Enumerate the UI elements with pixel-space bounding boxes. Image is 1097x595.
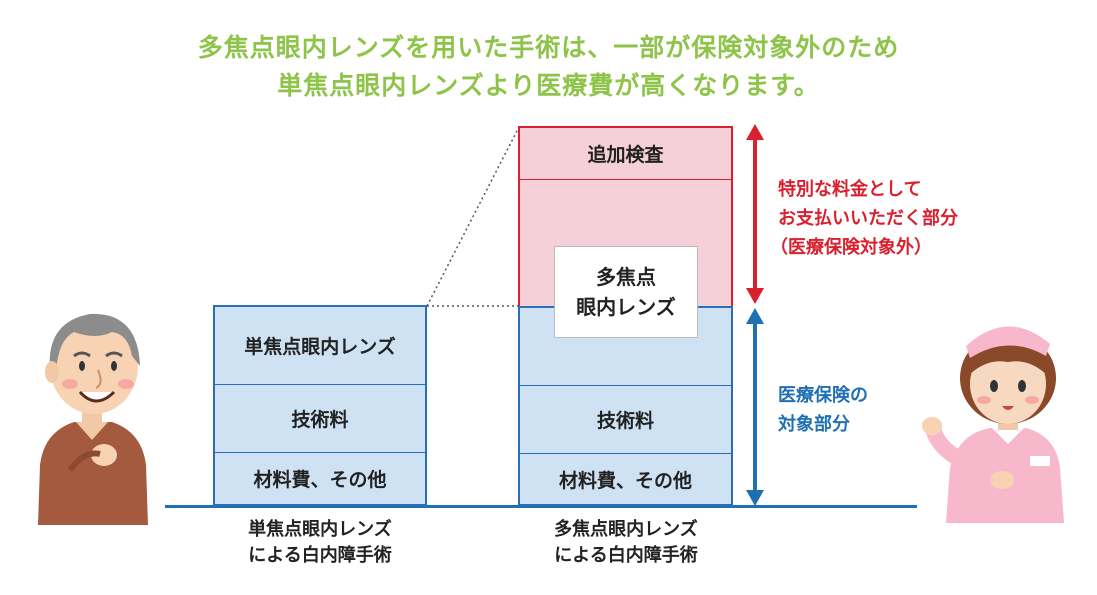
multifocal-caption-line-2: による白内障手術 [554,545,698,566]
special-fee-arrow [746,124,764,304]
special-fee-annotation: 特別な料金として お支払いいただく部分 （医療保険対象外） [770,175,1018,262]
technical-fee-label: 技術料 [596,410,654,432]
covered-line-1: 医療保険の [778,385,868,406]
covered-portion: 技術料 材料費、その他 [518,306,733,506]
materials-segment: 材料費、その他 [520,454,731,504]
materials-segment: 材料費、その他 [215,453,425,504]
covered-line-2: 対象部分 [778,414,850,435]
lens-box-line-1: 多焦点 [596,265,656,289]
materials-label: 材料費、その他 [558,469,692,492]
additional-exam-label: 追加検査 [587,144,664,166]
lens-box-line-2: 眼内レンズ [576,295,676,319]
materials-label: 材料費、その他 [253,469,387,491]
additional-exam-segment: 追加検査 [520,128,731,180]
headline-line-1: 多焦点眼内レンズを用いた手術は、一部が保険対象外のため [197,33,900,62]
lens-area-segment [520,308,731,386]
technical-fee-label: 技術料 [291,409,349,431]
covered-annotation: 医療保険の 対象部分 [778,381,938,439]
monofocal-caption-line-1: 単焦点眼内レンズ [248,519,392,540]
multifocal-cost-bar: 追加検査 技術料 材料費、その他 多焦点 眼内レンズ [518,126,733,506]
monofocal-cost-bar: 単焦点眼内レンズ 技術料 材料費、その他 [213,305,427,506]
multifocal-caption-line-1: 多焦点眼内レンズ [554,519,698,540]
special-fee-portion: 追加検査 [518,126,733,307]
baseline [165,505,917,508]
multifocal-lens-box: 多焦点 眼内レンズ [554,246,698,338]
arrows [746,124,764,506]
covered-portion-arrow [746,308,764,506]
multifocal-caption: 多焦点眼内レンズ による白内障手術 [511,517,741,569]
special-fee-line-2: お支払いいただく部分 [778,208,958,229]
monofocal-caption-line-2: による白内障手術 [248,545,392,566]
monofocal-lens-segment: 単焦点眼内レンズ [215,307,425,385]
technical-fee-segment: 技術料 [520,386,731,454]
monofocal-caption: 単焦点眼内レンズ による白内障手術 [205,517,435,569]
special-fee-line-1: 特別な料金として [778,179,922,200]
technical-fee-segment: 技術料 [215,385,425,453]
nurse-illustration [922,326,1064,523]
headline-line-2: 単焦点眼内レンズより医療費が高くなります。 [277,71,820,100]
special-fee-line-3: （医療保険対象外） [770,237,932,258]
monofocal-lens-label: 単焦点眼内レンズ [244,336,396,358]
elderly-man-illustration [38,313,148,525]
